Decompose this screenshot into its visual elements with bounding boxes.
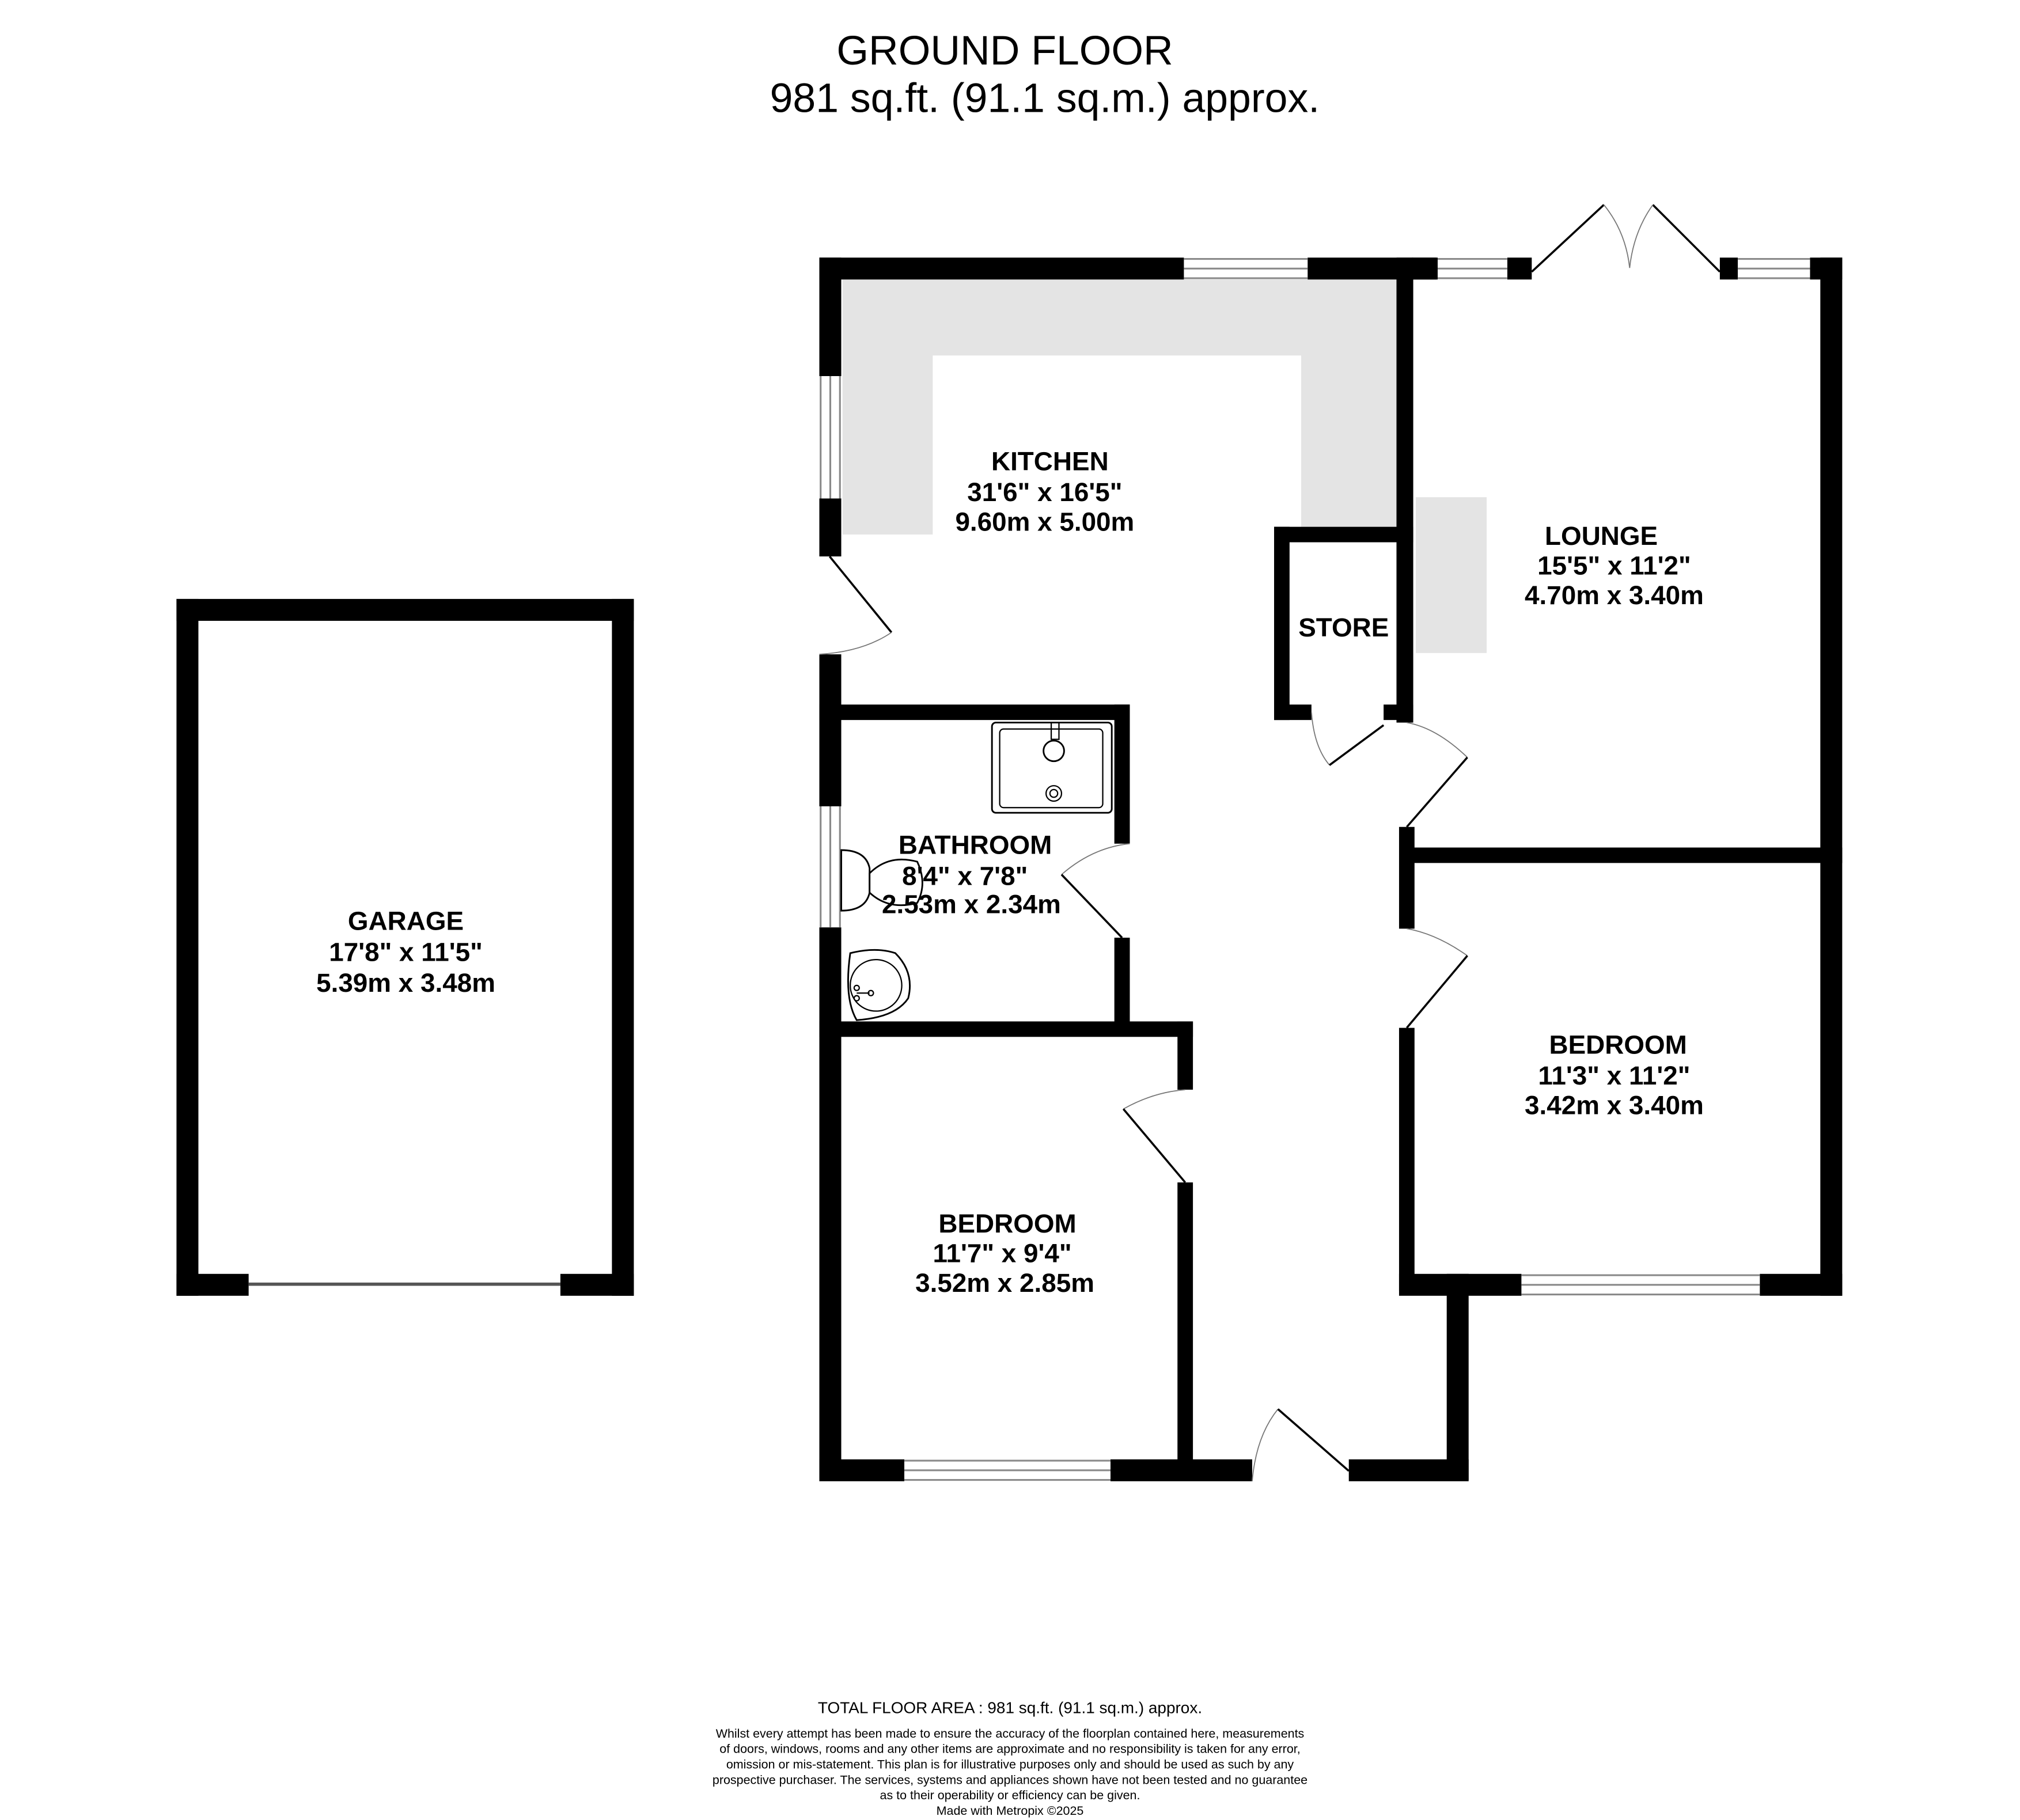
windows (819, 257, 1810, 1481)
kitchen-imperial: 31'6" x 16'5" (967, 477, 1122, 507)
bathroom-window (819, 806, 842, 928)
bedroom-left-window (904, 1459, 1111, 1481)
bedroom-right-imperial: 11'3" x 11'2" (1538, 1061, 1690, 1090)
disclaimer-line: of doors, windows, rooms and any other i… (719, 1742, 1300, 1756)
total-floor-area: TOTAL FLOOR AREA : 981 sq.ft. (91.1 sq.m… (818, 1698, 1202, 1716)
label-bedroom-left: BEDROOM 11'7" x 9'4" 3.52m x 2.85m (915, 1209, 1094, 1298)
lounge-french-doors (1531, 204, 1721, 273)
bedroom-right-window (1521, 1273, 1760, 1296)
bathroom-metric: 2.53m x 2.34m (882, 890, 1061, 919)
kitchen-top-window (1184, 257, 1308, 280)
floor-title: GROUND FLOOR (836, 28, 1173, 74)
plan-header: GROUND FLOOR 981 sq.ft. (91.1 sq.m.) app… (770, 28, 1320, 122)
store-door (1310, 712, 1385, 766)
kitchen-side-door (819, 555, 893, 655)
bedroom-left-name: BEDROOM (938, 1209, 1076, 1238)
label-lounge: LOUNGE 15'5" x 11'2" 4.70m x 3.40m (1525, 521, 1704, 610)
wash-basin (847, 949, 911, 1021)
bedroom-left-imperial: 11'7" x 9'4" (933, 1239, 1072, 1268)
label-bedroom-right: BEDROOM 11'3" x 11'2" 3.42m x 3.40m (1525, 1030, 1704, 1120)
kitchen-worktop (842, 279, 1399, 535)
floor-area: 981 sq.ft. (91.1 sq.m.) approx. (770, 75, 1320, 122)
toilet (840, 849, 923, 912)
kitchen-name: KITCHEN (991, 446, 1109, 476)
shower-tray (991, 722, 1113, 814)
lounge-metric: 4.70m x 3.40m (1525, 581, 1704, 610)
lounge-unit (1416, 497, 1487, 653)
lounge-name: LOUNGE (1545, 521, 1658, 551)
bedroom-right-name: BEDROOM (1549, 1030, 1687, 1059)
bedroom-left-door (1122, 1089, 1187, 1184)
bedroom-right-door (1406, 928, 1468, 1029)
label-store: STORE (1298, 613, 1389, 642)
plan-footer: TOTAL FLOOR AREA : 981 sq.ft. (91.1 sq.m… (713, 1698, 1307, 1818)
front-door (1252, 1408, 1350, 1481)
disclaimer-line: omission or mis-statement. This plan is … (726, 1758, 1294, 1772)
doors (819, 204, 1721, 1481)
bathroom-name: BATHROOM (899, 831, 1052, 860)
disclaimer-line: prospective purchaser. The services, sys… (713, 1773, 1307, 1787)
label-bathroom: BATHROOM 8'4" x 7'8" 2.53m x 2.34m (882, 831, 1061, 919)
lounge-window-right (1738, 257, 1810, 280)
metropix-credit: Made with Metropix ©2025 (937, 1804, 1084, 1818)
garage-metric: 5.39m x 3.48m (316, 968, 495, 998)
disclaimer-line: Whilst every attempt has been made to en… (716, 1727, 1305, 1741)
bathroom-imperial: 8'4" x 7'8" (902, 861, 1028, 890)
lounge-window-left (1438, 257, 1507, 280)
garage-imperial: 17'8" x 11'5" (329, 937, 483, 966)
lounge-imperial: 15'5" x 11'2" (1537, 551, 1691, 580)
room-garage: GARAGE 17'8" x 11'5" 5.39m x 3.48m (176, 598, 634, 1296)
disclaimer-line: as to their operability or efficiency ca… (880, 1788, 1140, 1802)
bathroom-door (1060, 843, 1130, 939)
kitchen-left-window (819, 376, 842, 499)
house-walls (819, 257, 1843, 1481)
lounge-door (1406, 722, 1468, 828)
label-kitchen: KITCHEN 31'6" x 16'5" 9.60m x 5.00m (955, 446, 1134, 536)
garage-name: GARAGE (348, 907, 464, 936)
kitchen-metric: 9.60m x 5.00m (955, 507, 1134, 536)
bedroom-right-metric: 3.42m x 3.40m (1525, 1090, 1704, 1120)
bedroom-left-metric: 3.52m x 2.85m (915, 1268, 1094, 1298)
store-name: STORE (1298, 613, 1389, 642)
